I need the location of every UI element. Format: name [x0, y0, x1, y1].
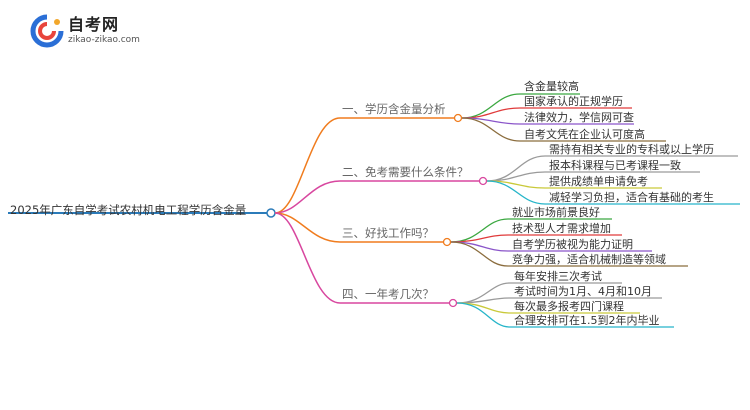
branch-3-connector: [274, 212, 444, 243]
branch-4-child-1: 每年安排三次考试: [514, 270, 602, 283]
branch-3-child-3: 自考学历被视为能力证明: [512, 238, 633, 251]
site-logo[interactable]: 自考网 zikao-zikao.com: [30, 14, 140, 48]
branch-1-child-4: 自考文凭在企业认可度高: [524, 128, 645, 141]
branch-4-connector: [274, 212, 450, 304]
branch-1-connector: [274, 117, 455, 214]
root-node-dot: [266, 208, 276, 218]
branch-1-label: 一、学历含金量分析: [342, 102, 446, 116]
branch-1-child-1: 含金量较高: [524, 80, 579, 93]
branch-3-dot: [442, 237, 452, 247]
branch-3-child-2: 技术型人才需求增加: [512, 222, 611, 235]
branch-4-child-2: 考试时间为1月、4月和10月: [514, 285, 652, 298]
branch-3-child-4: 竞争力强，适合机械制造等领域: [512, 253, 666, 266]
branch-2-child-4: 减轻学习负担，适合有基础的考生: [549, 191, 714, 204]
branch-4-dot: [448, 298, 458, 308]
branch-2-child-3: 提供成绩单申请免考: [549, 175, 648, 188]
branch-1-dot: [453, 113, 463, 123]
branch-2-connector: [274, 180, 480, 214]
branch-4-child-3: 每次最多报考四门课程: [514, 300, 624, 313]
branch-4-label: 四、一年考几次？: [342, 287, 434, 301]
branch-1-child-2: 国家承认的正规学历: [524, 95, 623, 108]
branch-4-child-4: 合理安排可在1.5到2年内毕业: [514, 314, 660, 327]
logo-emblem: [30, 14, 64, 48]
branch-2-child-1: 需持有相关专业的专科或以上学历: [549, 143, 714, 156]
branch-2-dot: [478, 176, 488, 186]
branch-3-child-1: 就业市场前景良好: [512, 206, 600, 219]
logo-title: 自考网: [68, 15, 120, 34]
root-topic: 2025年广东自学考试农村机电工程学历含金量: [10, 203, 247, 217]
branch-2-child-2: 报本科课程与已考课程一致: [549, 159, 681, 172]
logo-domain: zikao-zikao.com: [68, 35, 140, 45]
branch-3-label: 三、好找工作吗？: [342, 226, 434, 240]
branch-2-label: 二、免考需要什么条件？: [342, 165, 469, 179]
branch-1-child-3: 法律效力，学信网可查: [524, 111, 634, 124]
